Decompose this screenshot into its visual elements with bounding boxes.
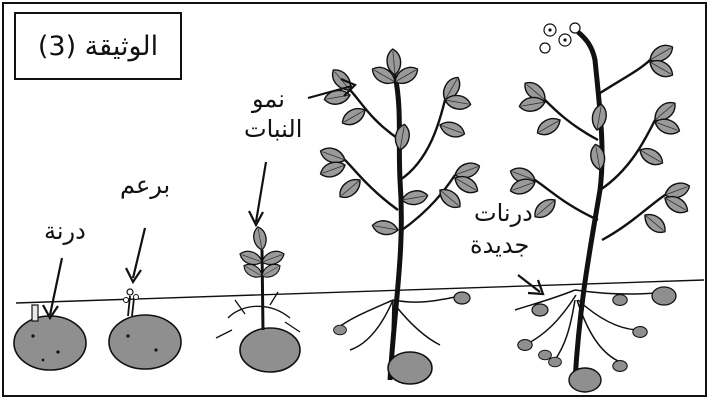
arrow-bud — [131, 227, 147, 279]
document-label-box: الوثيقة (3) — [14, 12, 182, 80]
label-arrows — [42, 77, 545, 321]
arrow-tuber — [48, 257, 64, 316]
soil-line — [15, 279, 705, 304]
bud-stem — [127, 295, 135, 317]
label-new-tubers-line1: درنات — [474, 199, 533, 227]
stage-4-growing-plant — [317, 47, 483, 385]
diagram-frame — [2, 2, 707, 397]
label-tuber: درنة — [44, 217, 86, 245]
label-plant-growth-line2: النبات — [244, 115, 303, 143]
stage-5-flowering-plant — [507, 22, 693, 393]
bud-tip — [126, 288, 134, 296]
stage-2-sprouting-tuber — [108, 288, 182, 370]
small-eye — [31, 304, 39, 322]
label-new-tubers-line2: جديدة — [470, 231, 530, 259]
label-plant-growth-line1: نمو — [252, 85, 285, 113]
arrow-plant-growth-right — [307, 84, 353, 100]
arrow-plant-growth-down — [254, 161, 268, 223]
stage-3-young-plant — [215, 225, 301, 373]
flower-cluster — [539, 22, 581, 54]
document-label: الوثيقة (3) — [37, 30, 159, 62]
tuber-1 — [13, 315, 87, 371]
label-bud: برعم — [120, 171, 171, 199]
arrow-new-tubers — [517, 274, 541, 293]
stage-1-tuber — [13, 304, 87, 371]
